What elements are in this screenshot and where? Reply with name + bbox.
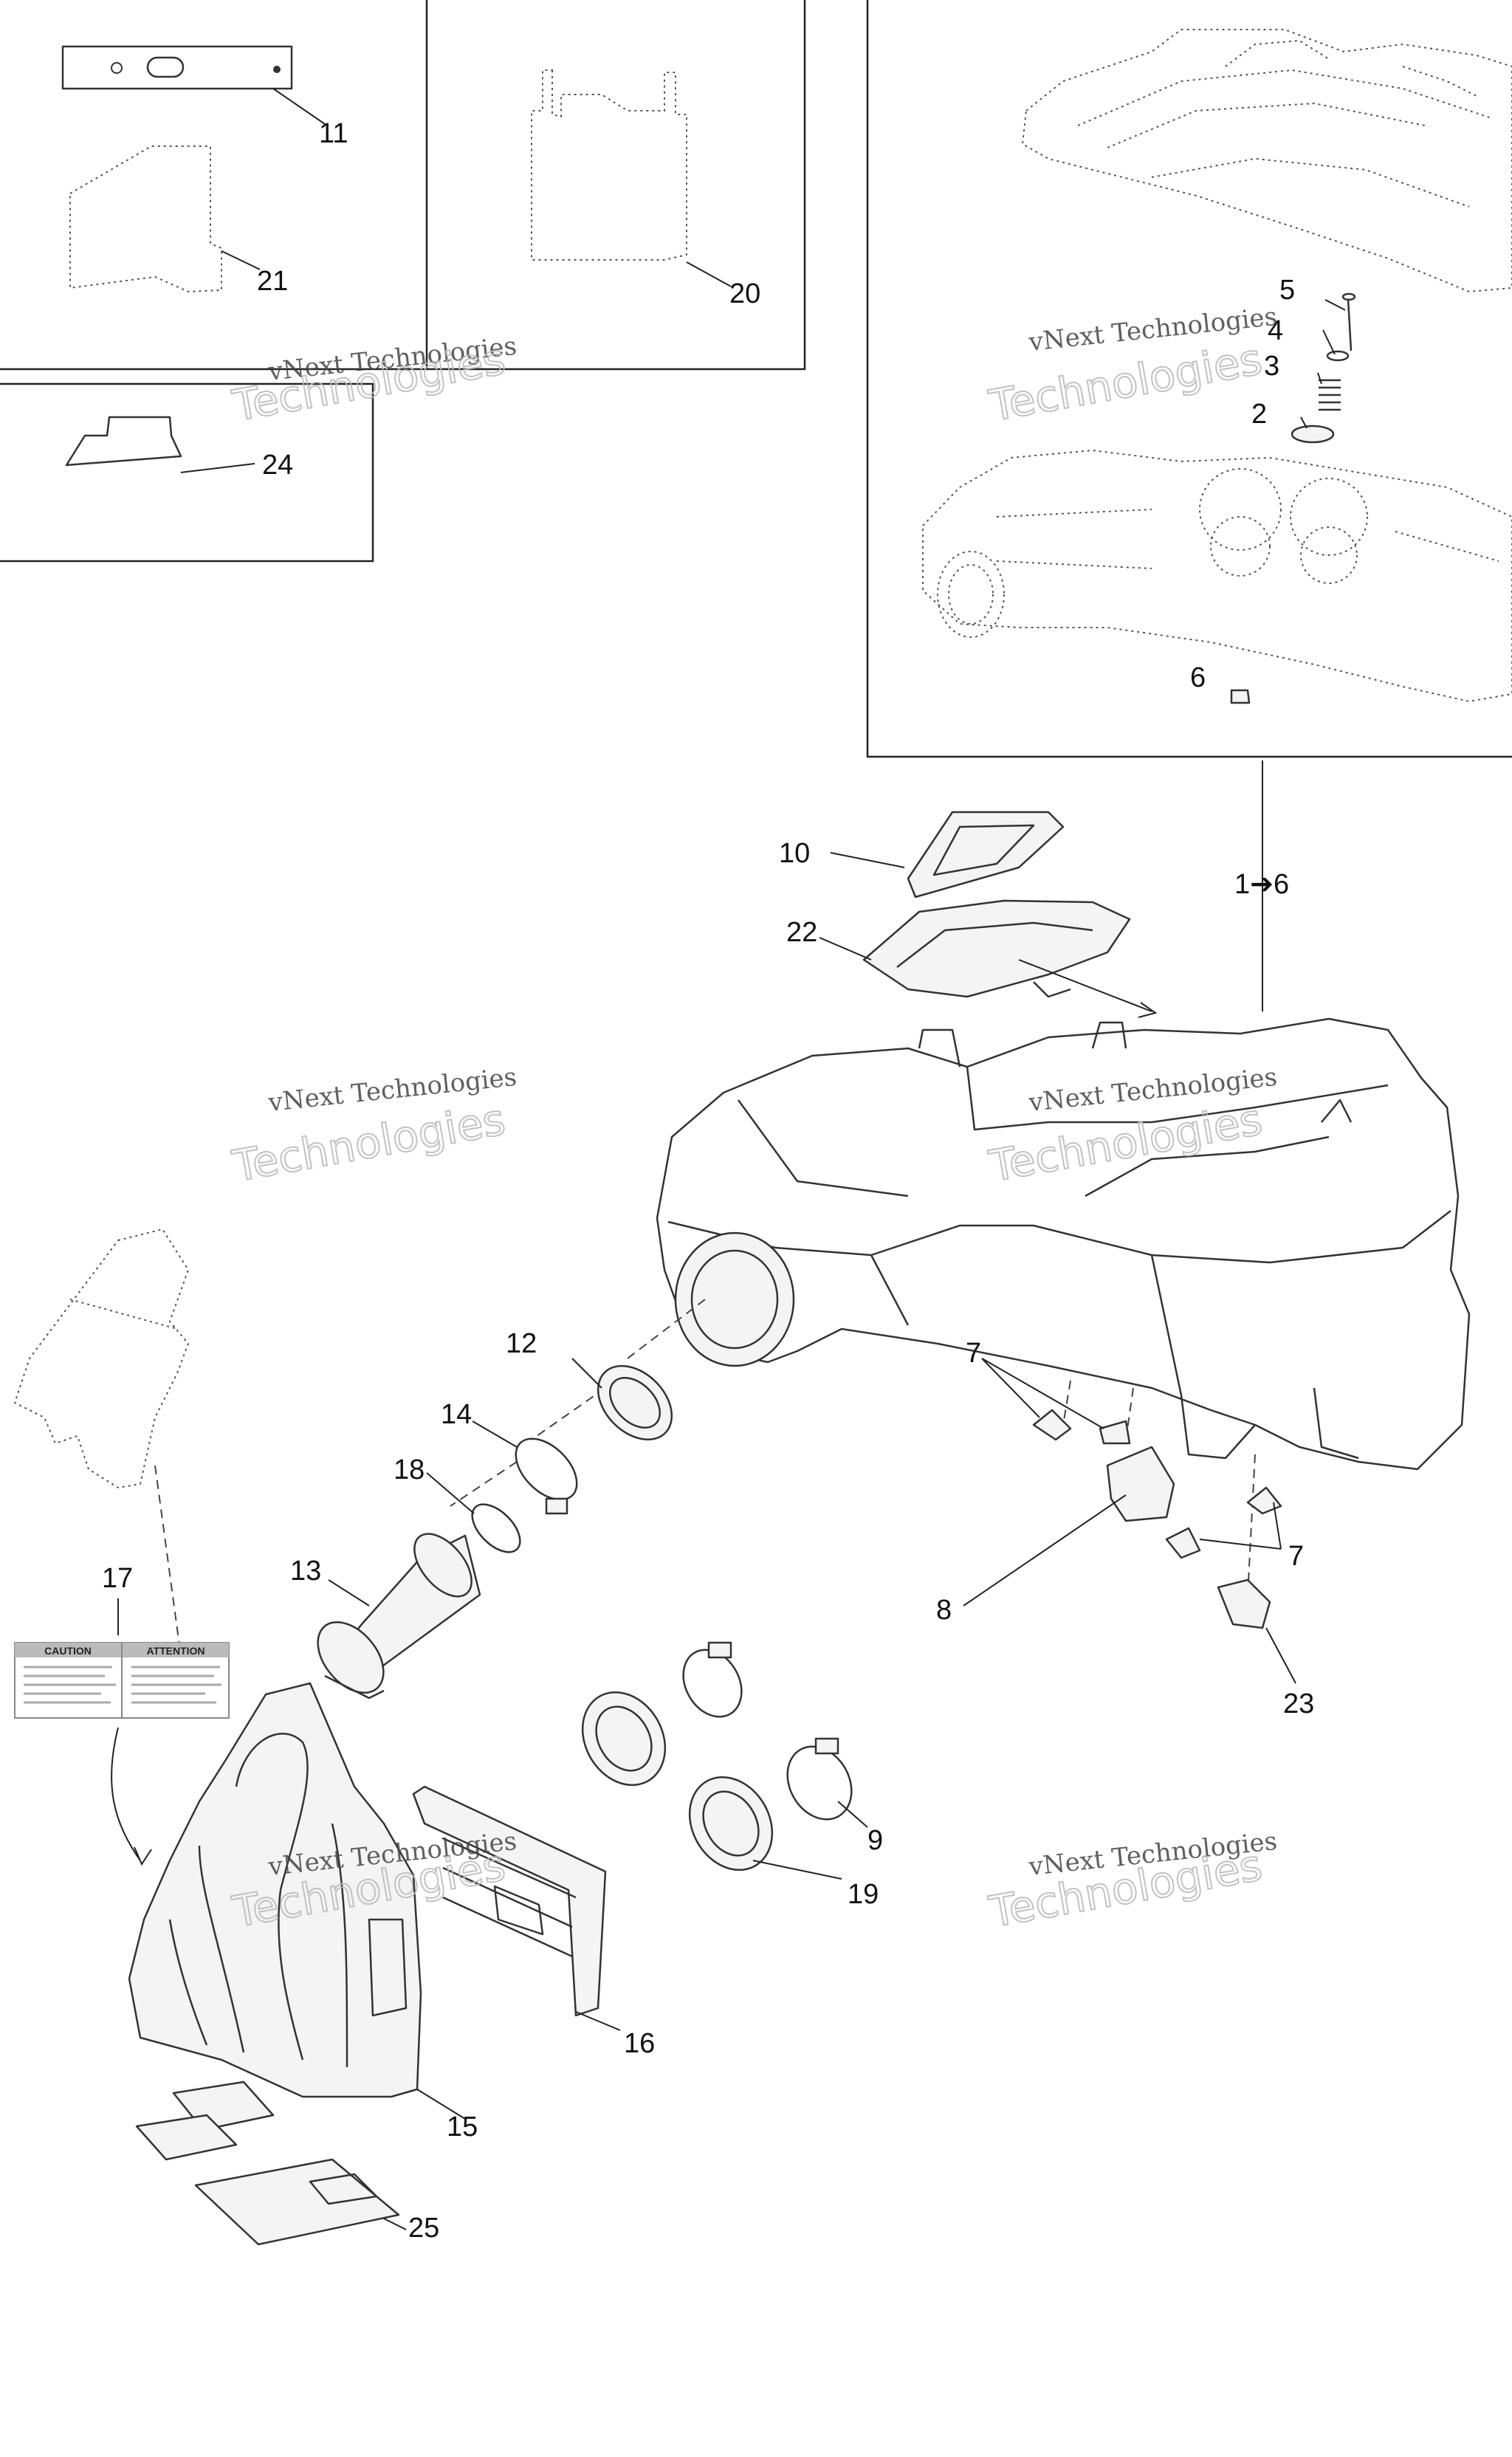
part-15-drawing [128, 1682, 422, 2098]
watermark-outline: Technologies [986, 1094, 1266, 1192]
label-18: 18 [394, 1454, 425, 1485]
part-23-drawing [1217, 1578, 1271, 1629]
label-12: 12 [506, 1328, 537, 1359]
part-22-drawing [862, 899, 1158, 1018]
label-17: 17 [102, 1563, 133, 1594]
label-5: 5 [1279, 275, 1295, 306]
label-9: 9 [867, 1825, 883, 1856]
decal-left-title: CAUTION [44, 1645, 92, 1657]
label-2: 2 [1251, 399, 1267, 430]
part-19-drawing [581, 1691, 774, 1872]
label-11: 11 [319, 118, 348, 149]
part-11-drawing [61, 45, 326, 125]
label-8: 8 [936, 1595, 952, 1626]
part-10-drawing [907, 811, 1065, 898]
label-4: 4 [1268, 315, 1283, 346]
label-13: 13 [290, 1556, 321, 1587]
part-24-drawing [65, 416, 255, 473]
label-7b: 7 [1288, 1541, 1304, 1572]
part-12-drawing [597, 1364, 673, 1441]
part-8-drawing [1106, 1446, 1175, 1522]
part-20-drawing [531, 69, 732, 287]
part-14-drawing [515, 1437, 578, 1515]
part-16-drawing [412, 1785, 607, 2017]
label-10: 10 [779, 838, 810, 869]
dash-lines [111, 760, 1263, 1866]
label-6: 6 [1190, 662, 1206, 693]
caution-decal: CAUTION ATTENTION [14, 1642, 230, 1719]
part-17-drawing [13, 1228, 190, 1489]
label-21: 21 [257, 266, 288, 297]
label-15: 15 [447, 2111, 478, 2142]
label-16: 16 [624, 2028, 655, 2059]
part-18-drawing [471, 1503, 521, 1553]
inset-manifold-assembly [922, 29, 1512, 704]
part-9-drawing [682, 1641, 853, 1821]
label-1-6: 1➔6 [1234, 869, 1289, 900]
label-23: 23 [1283, 1688, 1314, 1719]
part-25-drawing [135, 2080, 407, 2246]
label-25: 25 [408, 2213, 439, 2244]
decal-right-title: ATTENTION [146, 1645, 205, 1657]
label-14: 14 [441, 1399, 472, 1430]
label-3: 3 [1264, 351, 1279, 382]
part-13-drawing [317, 1533, 481, 1700]
part-21-drawing [69, 145, 261, 293]
label-20: 20 [729, 278, 760, 309]
label-19: 19 [848, 1879, 879, 1910]
label-22: 22 [786, 917, 817, 948]
part-7-clips [1032, 1409, 1282, 1559]
label-7a: 7 [966, 1338, 981, 1369]
watermark-outline: Technologies [986, 334, 1266, 431]
label-24: 24 [262, 450, 293, 481]
inset-boxes [0, 0, 1512, 758]
main-airbox [656, 1017, 1471, 1471]
part-labels: 1➔6 2 3 4 5 6 7 7 8 9 10 11 12 13 14 15 … [102, 118, 1314, 2244]
leader-lines [117, 852, 1296, 2120]
